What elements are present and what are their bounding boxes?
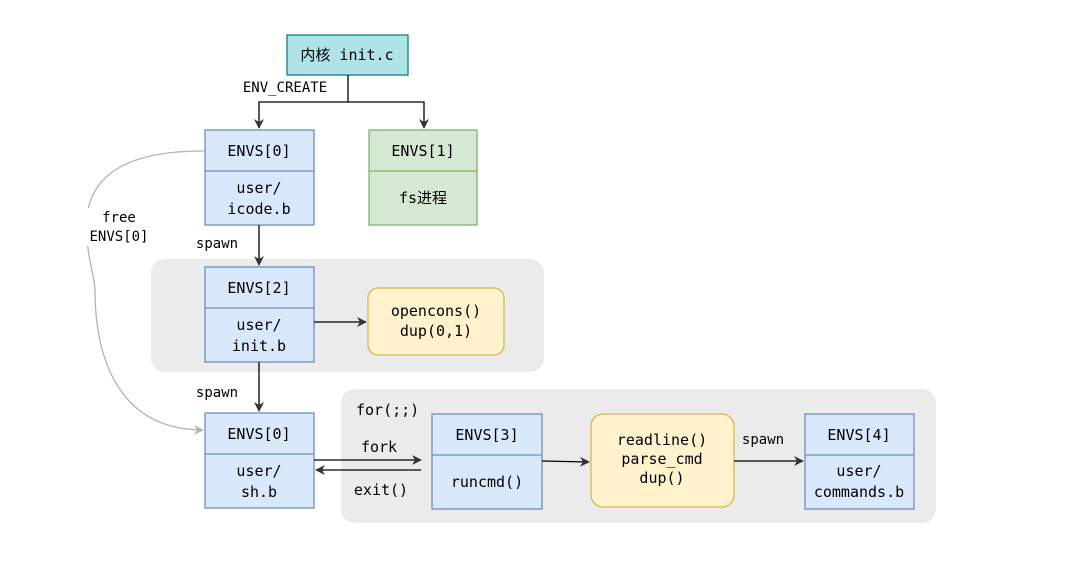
env-create-label: ENV_CREATE xyxy=(243,80,327,96)
spawn-edge-1: spawn xyxy=(196,225,264,266)
readline-line2: parse_cmd xyxy=(621,450,702,468)
loop-label: for(;;) xyxy=(356,401,419,419)
envs0-sh-node: ENVS[0] user/ sh.b xyxy=(204,412,315,509)
free-label-line1: free xyxy=(102,210,136,226)
envs1-fs-node: ENVS[1] fs进程 xyxy=(368,129,478,226)
exit-edge: exit() xyxy=(315,465,421,499)
envs2-init-body-line1: user/ xyxy=(236,316,281,334)
envs4-commands-body-line1: user/ xyxy=(836,462,881,480)
envs0-icode-body-line1: user/ xyxy=(236,179,281,197)
envs1-fs-header: ENVS[1] xyxy=(391,142,454,160)
fork-edge: fork xyxy=(314,438,422,465)
spawn-edge-3: spawn xyxy=(734,432,804,466)
fork-label: fork xyxy=(361,438,397,456)
kernel-node: 内核 init.c xyxy=(286,34,409,76)
envs0-icode-node: ENVS[0] user/ icode.b xyxy=(204,129,315,226)
spawn-edge-2: spawn xyxy=(196,362,264,412)
envs2-init-node: ENVS[2] user/ init.b xyxy=(204,266,315,363)
spawn-label-1: spawn xyxy=(196,236,238,252)
opencons-line1: opencons() xyxy=(391,302,481,320)
envs3-runcmd-header: ENVS[3] xyxy=(455,426,518,444)
envs4-commands-header: ENVS[4] xyxy=(827,426,890,444)
readline-note: readline() parse_cmd dup() xyxy=(590,413,735,508)
envs0-sh-header: ENVS[0] xyxy=(227,425,290,443)
envs3-runcmd-node: ENVS[3] runcmd() xyxy=(431,413,543,510)
runcmd-edge xyxy=(541,456,590,467)
envs0-sh-body-line2: sh.b xyxy=(241,483,277,501)
envs0-sh-body-line1: user/ xyxy=(236,462,281,480)
spawn-label-3: spawn xyxy=(742,432,784,448)
free-label-line2: ENVS[0] xyxy=(89,229,148,245)
opencons-line2: dup(0,1) xyxy=(400,322,472,340)
env-create-edge: ENV_CREATE xyxy=(243,75,429,129)
exit-label: exit() xyxy=(354,481,408,499)
envs4-commands-node: ENVS[4] user/ commands.b xyxy=(804,413,915,510)
readline-line1: readline() xyxy=(617,431,707,449)
free-edge: free ENVS[0] xyxy=(80,150,206,435)
envs0-icode-header: ENVS[0] xyxy=(227,142,290,160)
envs2-init-body-line2: init.b xyxy=(232,337,286,355)
readline-line3: dup() xyxy=(639,469,684,487)
spawn-label-2: spawn xyxy=(196,385,238,401)
envs4-commands-body-line2: commands.b xyxy=(814,483,904,501)
kernel-label: 内核 init.c xyxy=(300,46,393,64)
envs1-fs-body: fs进程 xyxy=(399,189,447,207)
envs0-icode-body-line2: icode.b xyxy=(227,200,290,218)
envs3-runcmd-body: runcmd() xyxy=(451,473,523,491)
envs2-init-header: ENVS[2] xyxy=(227,279,290,297)
opencons-note: opencons() dup(0,1) xyxy=(367,287,505,356)
